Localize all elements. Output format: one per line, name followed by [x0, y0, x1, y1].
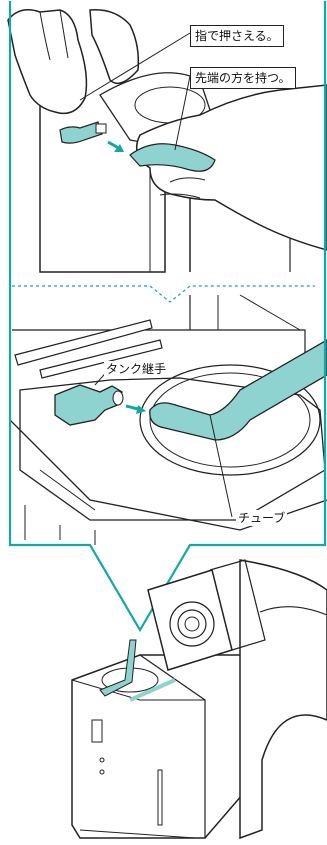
- middle-panel: [9, 294, 327, 545]
- top-panel: [7, 9, 327, 273]
- right-hand: [135, 84, 327, 251]
- tube-label: チューブ: [236, 510, 288, 526]
- zoom-frame: [8, 1, 327, 633]
- left-hand: [7, 9, 88, 115]
- side-casing: [239, 559, 327, 840]
- hold-tip-label: 先端の方を持つ。: [190, 67, 296, 89]
- bottom-panel: [71, 559, 327, 840]
- separator-line: [12, 285, 315, 303]
- tube: [149, 339, 327, 441]
- humidifier-body: [71, 654, 256, 839]
- tank-joint-label: タンク継手: [104, 361, 169, 377]
- press-with-finger-label: 指で押さえる。: [190, 25, 284, 47]
